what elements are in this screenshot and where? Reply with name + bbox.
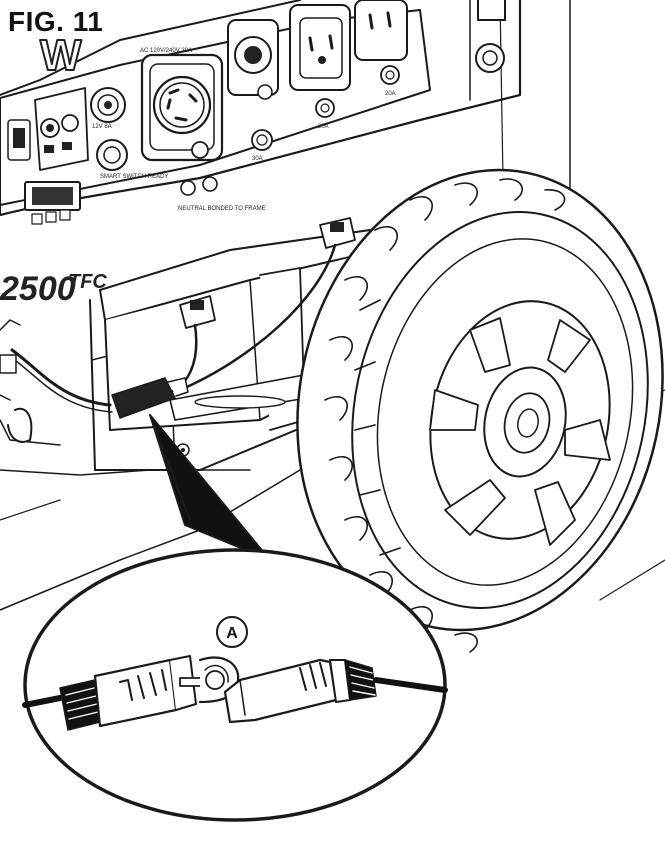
breaker-20a-label-1: 20A	[318, 124, 329, 130]
control-panel: W 12V 8A SMART SWITCH READY	[0, 0, 431, 308]
left-details	[0, 319, 33, 443]
model-number: 2500	[0, 270, 76, 308]
figure-title: FIG. 11	[8, 6, 104, 37]
connector-right	[223, 658, 448, 724]
zoom-callout: A	[22, 548, 448, 822]
smart-switch-label: SMART SWITCH READY	[100, 174, 168, 180]
model-suffix: TFC	[68, 271, 107, 293]
wheel	[296, 168, 664, 653]
callout-pointer	[149, 414, 271, 561]
ac-30a-label: AC 120V/240V 30A	[140, 48, 192, 54]
dc-outlet-label: 12V 8A	[92, 124, 112, 130]
brand-lettering: W	[40, 31, 82, 80]
breaker-20a-label-2: 20A	[385, 91, 396, 97]
breaker-30a-label: 30A	[252, 156, 263, 162]
ground-note-label: NEUTRAL BONDED TO FRAME	[178, 206, 266, 212]
callout-a-label: A	[226, 625, 238, 642]
charging-cable	[10, 243, 337, 419]
fuel-area	[475, 0, 506, 73]
